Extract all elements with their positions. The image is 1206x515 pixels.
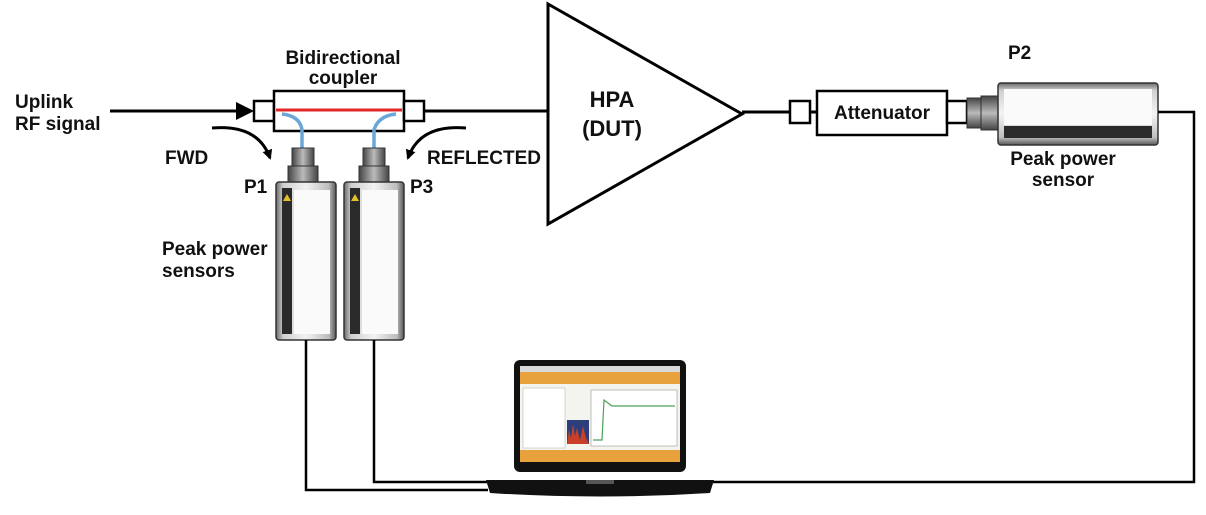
attenuator-block — [788, 89, 969, 137]
sensor-p3-label-strip — [350, 188, 360, 334]
coupler-label-line2: coupler — [309, 68, 378, 89]
coupler-label-line1: Bidirectional — [285, 48, 400, 69]
sensor-p1-face — [294, 190, 330, 334]
screen-left-panel — [522, 387, 566, 449]
attenuator-label: Attenuator — [834, 103, 931, 124]
screen-toolbar — [520, 366, 680, 372]
bidirectional-coupler — [252, 89, 426, 160]
p1-to-laptop-cable — [304, 340, 488, 492]
power-sensor-p3 — [343, 147, 405, 341]
sensor-p2-label-strip — [1004, 126, 1152, 138]
reflected-curved-arrow — [405, 126, 467, 160]
warning-icon — [351, 194, 359, 201]
sensor-right-label-line1: Peak power — [1010, 149, 1116, 170]
p2-to-laptop-cable — [712, 110, 1196, 484]
sensor-p1-neck — [287, 165, 319, 183]
fwd-label: FWD — [165, 148, 208, 169]
screen-header-bar — [520, 372, 680, 384]
hpa-label-line1: HPA — [590, 87, 635, 112]
uplink-label-line1: Uplink — [15, 92, 73, 113]
sensor-p2-face — [1004, 89, 1152, 125]
screen-plot-trace — [593, 398, 675, 441]
sensors-left-label-line2: sensors — [162, 261, 235, 282]
warning-icon — [283, 194, 291, 201]
screen-spectrum-trace — [567, 424, 589, 444]
laptop-icon — [486, 360, 714, 497]
sensor-p1-label-strip — [282, 188, 292, 334]
coupler-fwd-branch — [281, 112, 304, 160]
fwd-curved-arrow — [211, 126, 273, 160]
sensor-p2-nut-icon — [980, 95, 1000, 131]
sensor-p3-neck — [358, 165, 390, 183]
coupler-output-port — [402, 99, 426, 123]
p2-label: P2 — [1008, 43, 1031, 64]
laptop-trackpad-notch — [586, 480, 614, 484]
power-sensor-p2 — [966, 82, 1159, 146]
attenuator-input-port — [788, 99, 812, 125]
uplink-label-line2: RF signal — [15, 114, 101, 135]
sensor-p1-nut-icon — [291, 147, 315, 169]
attenuator-output-port — [945, 99, 969, 125]
screen-status-bar — [520, 450, 680, 462]
coupler-reflected-branch — [372, 112, 397, 160]
p3-label: P3 — [410, 177, 433, 198]
sensors-left-label-line1: Peak power — [162, 239, 268, 260]
sensor-p3-nut-icon — [362, 147, 386, 169]
p1-label: P1 — [244, 177, 268, 198]
power-sensor-p1 — [275, 147, 337, 341]
p3-to-laptop-cable — [372, 340, 488, 484]
screen-main-plot — [590, 389, 678, 447]
laptop-base — [486, 480, 714, 497]
sensor-right-label-line2: sensor — [1032, 170, 1095, 191]
attenuator-body — [815, 89, 949, 137]
coupler-input-port — [252, 99, 276, 123]
reflected-label: REFLECTED — [427, 148, 541, 169]
sensor-p3-face — [362, 190, 398, 334]
uplink-arrowhead-icon — [236, 102, 254, 120]
hpa-amplifier-icon — [546, 1, 746, 227]
hpa-label-line2: (DUT) — [582, 116, 642, 141]
